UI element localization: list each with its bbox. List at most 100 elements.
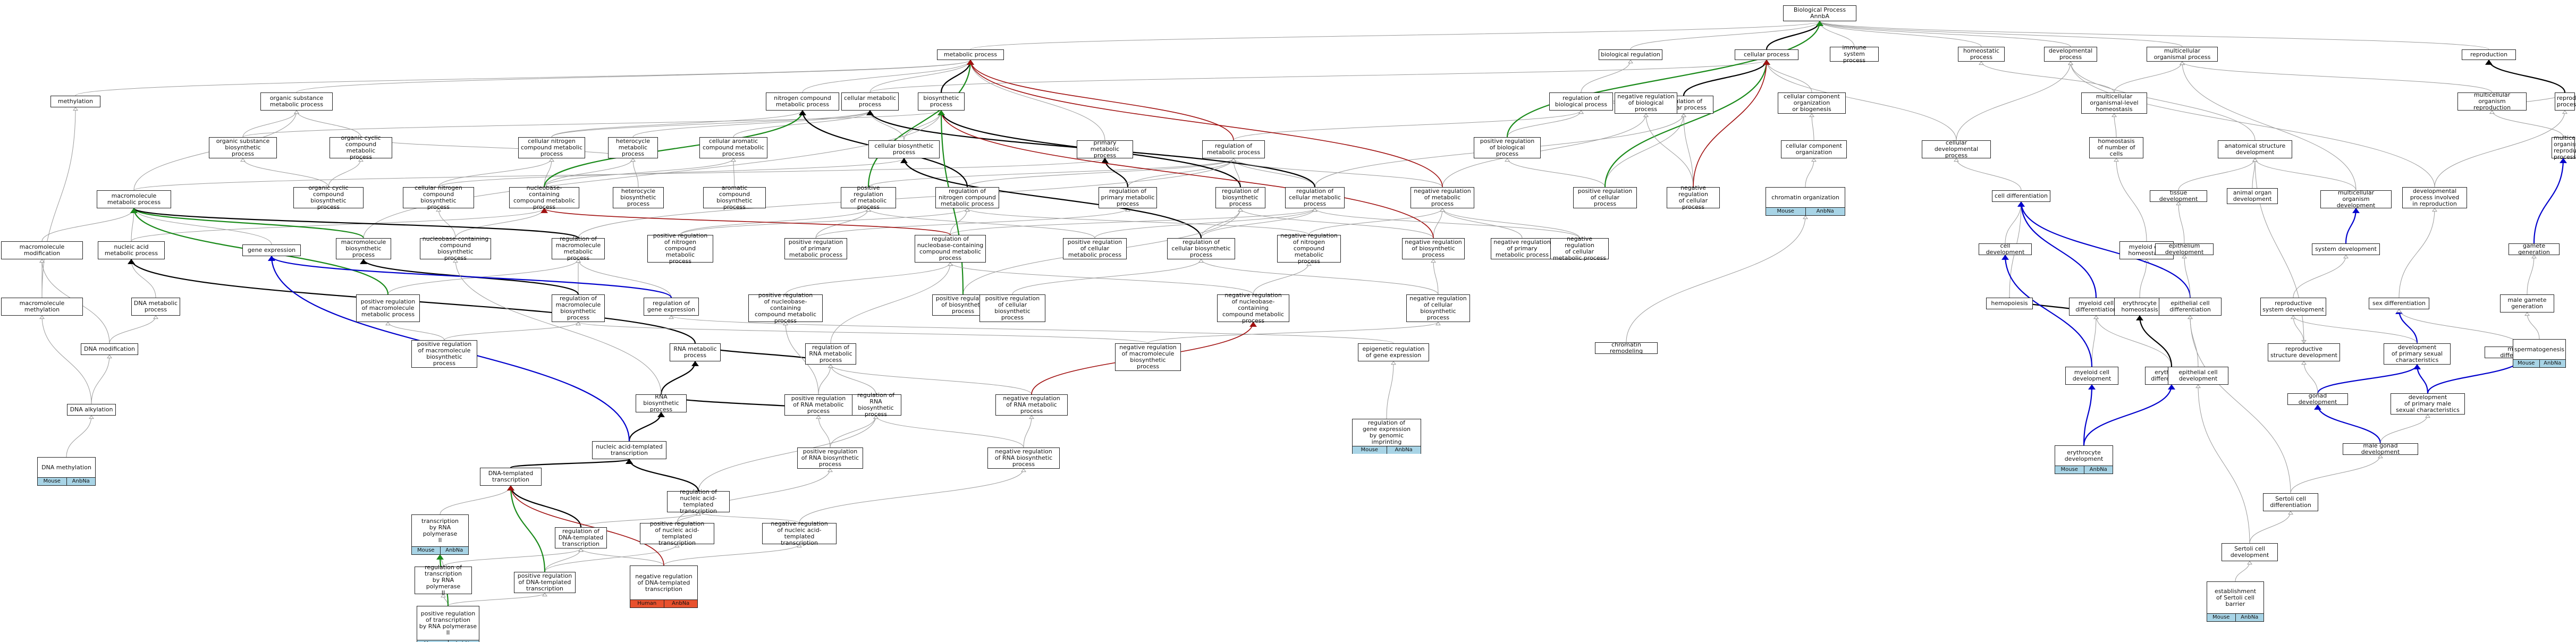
go-term-regdnatrans: regulation of DNA-templated transcriptio…: [555, 527, 607, 548]
go-term-label: regulation of transcription by RNA polym…: [425, 564, 462, 596]
edge-reprosys-to-systemdev: [2293, 255, 2346, 298]
edge-posregprimary-to-posregmet: [815, 208, 869, 239]
edge-arrowhead: [2562, 110, 2567, 114]
go-term-nitrogen: nitrogen compound metabolic process: [766, 92, 839, 111]
edge-arrowhead: [1681, 113, 1686, 117]
go-term-label: negative regulation of primary metabolic…: [1493, 239, 1551, 258]
edge-negregcellbiosyn-to-negregbiosyn: [1433, 259, 1439, 295]
go-term-cellnitro: cellular nitrogen compound metabolic pro…: [518, 137, 585, 158]
go-term-label: reproductive system development: [2262, 300, 2324, 313]
edge-arrowhead: [965, 208, 970, 212]
edge-posregmet-to-metabolic: [867, 60, 972, 188]
edge-arrowhead: [2425, 414, 2430, 418]
go-term-label: DNA-templated transcription: [488, 470, 534, 483]
edge-sertolidev-to-epithcelldev: [2198, 384, 2250, 544]
edge-arrowhead: [39, 259, 45, 263]
edge-regmacromol-to-regmet: [578, 158, 1234, 239]
edge-myeloiddiff-to-celldiff: [2020, 201, 2097, 298]
edge-cellnitrobio-to-cellnitro: [438, 158, 552, 188]
edge-negregrnamet-to-regrnamet: [830, 364, 1032, 395]
go-term-label: negative regulation of biological proces…: [1617, 93, 1675, 113]
go-term-label: cellular component organization or bioge…: [1784, 93, 1840, 113]
go-term-aromaticbio: aromatic compound biosynthetic process: [703, 184, 766, 210]
go-term-posregprimary: positive regulation of primary metabolic…: [784, 238, 847, 259]
go-term-label: erythrocyte development: [2064, 449, 2104, 462]
edge-arrowhead: [2252, 158, 2258, 162]
go-term-negregcell: negative regulation of cellular process: [1667, 185, 1720, 210]
go-term-label: regulation of nitrogen compound metaboli…: [939, 188, 996, 207]
go-term-nucleobasebio: nucleobase-containing compound biosynthe…: [420, 236, 491, 261]
edge-erythrodev-to-erythrodiff: [2083, 384, 2173, 446]
go-term-ccorg2: cellular component organization: [1781, 140, 1847, 158]
edge-macromolbio-to-macromol: [133, 208, 365, 239]
edge-arrowhead: [626, 459, 633, 464]
go-term-animalorgan: animal organ development: [2227, 188, 2278, 204]
go-term-negregbio: negative regulation of biological proces…: [1615, 92, 1677, 114]
edge-arrowhead: [576, 322, 581, 326]
go-term-label: regulation of macromolecule biosynthetic…: [555, 295, 601, 321]
edge-epigenetic-to-reggeneexpr: [671, 315, 1394, 344]
edge-epithcelldiff-to-celldiff: [2020, 201, 2191, 298]
go-term-label: negative regulation of biosynthetic proc…: [1405, 239, 1462, 258]
go-term-label: positive regulation of biological proces…: [1480, 138, 1535, 157]
go-term-label: nitrogen compound metabolic process: [774, 95, 831, 108]
go-term-negregmet: negative regulation of metabolic process: [1411, 187, 1474, 208]
edge-cellnitrobio-to-cellbiosyn: [438, 158, 905, 188]
go-term-label: aromatic compound biosynthetic process: [716, 184, 753, 210]
edge-arrowhead: [2180, 61, 2185, 65]
annotation-tag-mouse: Mouse: [2207, 614, 2235, 621]
go-term-posregcellbiosyn: positive regulation of cellular biosynth…: [979, 294, 1045, 322]
go-term-malegamete: male gamete generation: [2500, 294, 2554, 312]
edge-posregbio-to-bp: [1506, 21, 1821, 138]
go-term-label: positive regulation of transcription by …: [419, 610, 477, 636]
go-term-label: positive regulation of macromolecule met…: [360, 298, 416, 318]
edge-erythrodiff-to-myeloiddiff: [2096, 315, 2172, 367]
go-term-label: developmental process involved in reprod…: [2410, 188, 2460, 207]
edge-arrowhead: [873, 415, 879, 419]
edge-devprimsex-to-sexdiff: [2398, 309, 2418, 344]
edge-negregdnatrans-to-regdnatrans: [580, 548, 664, 566]
edge-regcellmet-to-regmet: [1233, 158, 1315, 188]
edge-gametegen-to-multiorgrepro: [2533, 158, 2564, 244]
go-term-devprimmale: development of primary male sexual chara…: [2391, 393, 2465, 415]
go-term-label: positive regulation of RNA metabolic pro…: [791, 395, 846, 415]
go-term-label: negative regulation of RNA metabolic pro…: [1003, 395, 1060, 415]
go-term-macromol: macromolecule metabolic process: [97, 190, 171, 208]
annotation-tag-mouse: AnbNa: [447, 640, 479, 642]
go-term-sexdiff: sex differentiation: [2369, 298, 2429, 309]
go-term-metabolic: metabolic process: [937, 49, 1004, 60]
edge-arrowhead: [1431, 259, 1436, 263]
go-term-orgsubbio: organic substance biosynthetic process: [209, 137, 277, 158]
edge-orgsub-to-metabolic: [296, 60, 971, 93]
edge-nucltrans-to-rnabiosyn: [628, 412, 662, 442]
edge-multiorg-to-bp: [1819, 21, 2183, 47]
go-term-label: methylation: [57, 98, 94, 105]
edge-arrowhead: [2314, 404, 2321, 410]
edge-negregmet-to-metabolic: [970, 60, 1443, 188]
go-term-label: negative regulation of DNA-templated tra…: [635, 572, 692, 593]
go-term-negregmacromolbio: negative regulation of macromolecule bio…: [1115, 343, 1181, 371]
edge-negregnitro-to-negregmet: [1308, 208, 1443, 235]
go-term-label: Sertoli cell development: [2230, 545, 2269, 559]
edge-arrowhead: [39, 315, 45, 319]
annotation-tag-mouse: Mouse: [38, 478, 66, 485]
edge-homeostatic-to-bp: [1819, 21, 1982, 47]
go-term-label: multicellular organism reproduction: [2473, 91, 2511, 111]
go-term-label: development of primary male sexual chara…: [2396, 394, 2460, 413]
go-term-label: erythrocyte homeostasis: [2121, 300, 2158, 313]
edge-heterocycle-to-orgcyclic: [360, 137, 634, 159]
edge-arrowhead: [1628, 60, 1633, 64]
edge-arrowhead: [2001, 255, 2009, 260]
go-term-label: regulation of DNA-templated transcriptio…: [558, 528, 604, 547]
go-term-label: hemopoiesis: [1991, 300, 2028, 307]
edge-arrowhead: [240, 158, 246, 162]
go-term-negregcellmet: negative regulation of cellular metaboli…: [1550, 236, 1609, 261]
edge-arrowhead: [2288, 511, 2293, 515]
go-term-label: metabolic process: [943, 51, 998, 58]
edge-arrowhead: [2352, 208, 2360, 213]
go-term-dnaalk: DNA alkylation: [67, 404, 116, 416]
go-term-celldiff: cell differentiation: [1992, 190, 2050, 202]
